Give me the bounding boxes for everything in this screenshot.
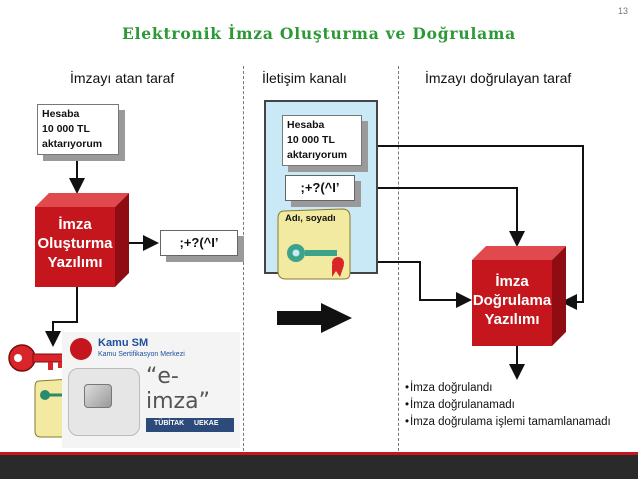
column-header-signer: İmzayı atan taraf: [70, 70, 175, 86]
card-org-1: TÜBİTAK: [154, 420, 185, 427]
chip-icon: [84, 384, 112, 408]
transfer-arrow-body: [277, 311, 321, 325]
arrow-signer-to-key: [45, 285, 78, 347]
separator-left: [243, 66, 244, 451]
footer-bar: [0, 455, 638, 479]
separator-right: [398, 66, 399, 451]
signature-cipher-channel: ;+?(^I’: [285, 175, 355, 201]
column-header-channel: İletişim kanalı: [262, 70, 347, 86]
result-item: İmza doğrulanamadı: [405, 397, 611, 414]
slide-title: Elektronik İmza Oluşturma ve Doğrulama: [121, 24, 517, 43]
smart-card-image: Kamu SM Kamu Sertifikasyon Merkezi “e-im…: [62, 332, 240, 448]
arrow-cipher-to-verifier: [358, 187, 525, 247]
certificate-scroll-channel: [277, 208, 351, 280]
card-logo-icon: [70, 338, 92, 360]
message-line: Hesaba: [287, 119, 325, 131]
card-label: “e-imza”: [146, 364, 210, 414]
slide-number: 13: [617, 6, 628, 16]
signing-software-label: İmza: [58, 216, 92, 233]
result-item: İmza doğrulama işlemi tamamlanamadı: [405, 414, 611, 431]
message-line: aktarıyorum: [287, 149, 348, 161]
footer-accent-line: [0, 452, 638, 455]
verification-software-label: İmza: [495, 273, 529, 290]
signing-software-label: Oluşturma: [37, 235, 113, 252]
signature-cipher-signer: ;+?(^I’: [160, 230, 238, 256]
verification-results: İmza doğrulandı İmza doğrulanamadı İmza …: [405, 380, 611, 431]
message-line: Hesaba: [42, 108, 80, 120]
card-org-2: UEKAE: [194, 420, 219, 427]
transfer-arrow-head: [321, 303, 352, 333]
arrow-key-to-verifier: [348, 261, 472, 308]
result-item: İmza doğrulandı: [405, 380, 611, 397]
verification-software-label: Yazılımı: [484, 311, 540, 328]
card-subtitle: Kamu Sertifikasyon Merkezi: [98, 351, 185, 358]
card-org-band: [146, 418, 234, 432]
message-note-signer: Hesaba 10 000 TL aktarıyorum: [37, 104, 119, 155]
message-line: 10 000 TL: [287, 134, 335, 146]
signing-software-box: İmza Oluşturma Yazılımı: [33, 215, 117, 272]
private-key-icon: [8, 344, 74, 372]
certificate-name: Adı, soyadı: [285, 213, 336, 224]
signing-software-label: Yazılımı: [47, 254, 103, 271]
message-line: 10 000 TL: [42, 123, 90, 135]
column-header-verifier: İmzayı doğrulayan taraf: [425, 70, 572, 86]
message-line: aktarıyorum: [42, 138, 103, 150]
arrow-message-to-verifier: [363, 145, 584, 310]
verification-software-box: İmza Doğrulama Yazılımı: [472, 272, 552, 329]
verification-software-3d: [472, 246, 566, 346]
card-brand: Kamu SM: [98, 337, 149, 349]
verification-software-label: Doğrulama: [472, 292, 552, 309]
signing-software-3d: [35, 193, 129, 287]
message-note-channel: Hesaba 10 000 TL aktarıyorum: [282, 115, 362, 166]
